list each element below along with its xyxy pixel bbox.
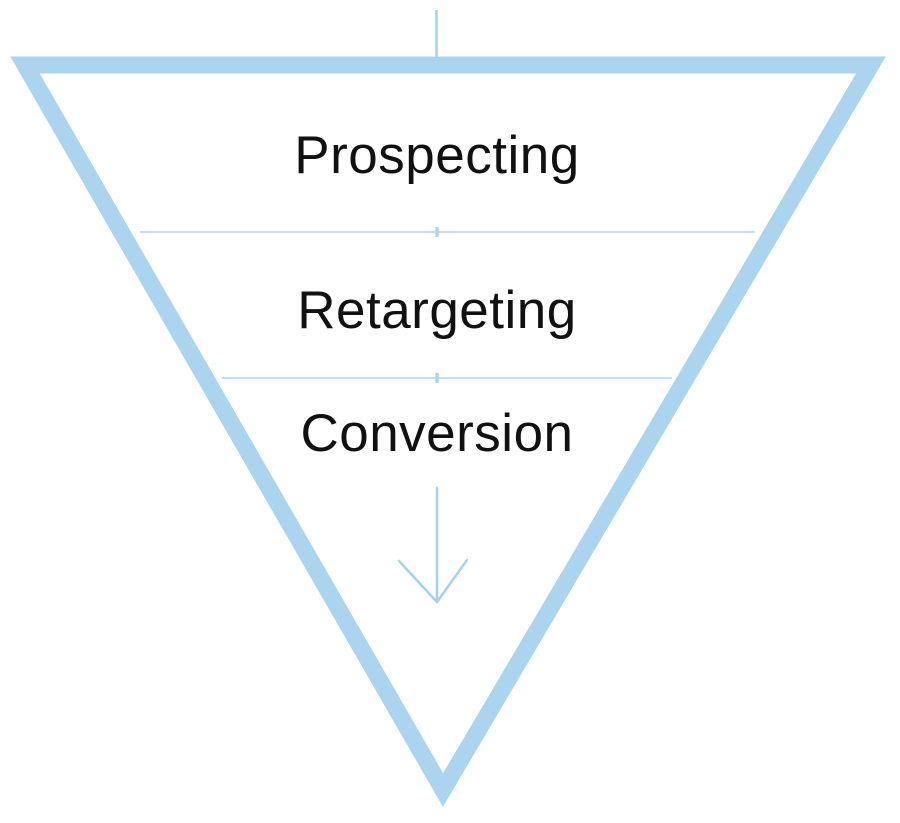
down-arrow-icon [397, 486, 469, 604]
stage-label-prospecting: Prospecting [294, 126, 580, 185]
funnel-triangle-outline [10, 56, 886, 807]
stage-label-conversion: Conversion [300, 404, 574, 463]
stage-label-retargeting: Retargeting [297, 281, 577, 340]
